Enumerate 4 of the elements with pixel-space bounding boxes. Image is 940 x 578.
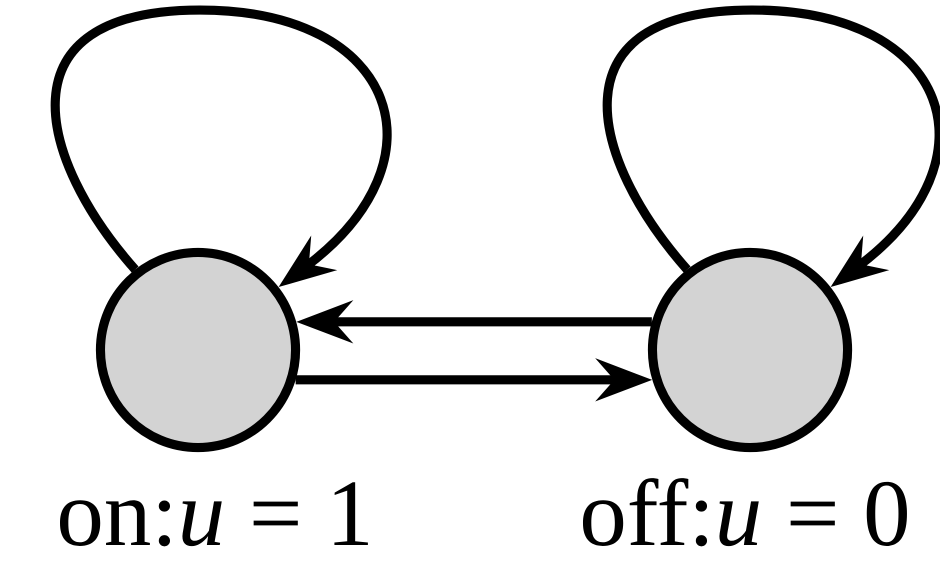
state-label: on:u = 1 [60,482,368,546]
state-circle [648,248,852,452]
state-label: off:u = 0 [582,478,907,546]
state-circle [96,248,300,452]
